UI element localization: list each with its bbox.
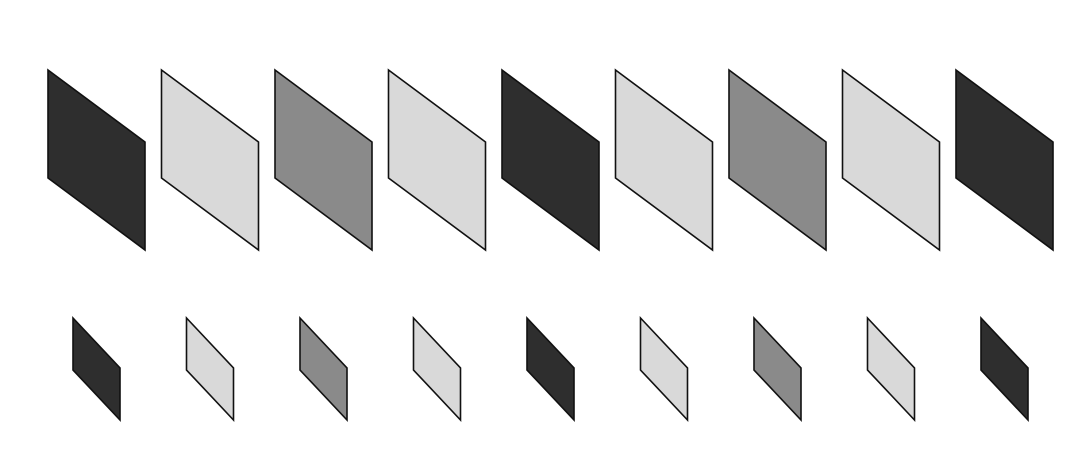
top-frame-3 (387, 68, 487, 252)
bottom-frame-5 (639, 315, 689, 423)
bottom-frame-6 (753, 315, 802, 423)
top-frame-1 (160, 68, 260, 252)
top-frame-2 (274, 68, 373, 252)
top-frame-8 (955, 68, 1054, 252)
top-frame-6 (728, 68, 827, 252)
top-frame-4 (501, 68, 600, 252)
bottom-frame-7 (866, 315, 916, 423)
bottom-frame-2 (299, 315, 348, 423)
top-frame-5 (614, 68, 714, 252)
bottom-frame-0 (72, 315, 121, 423)
top-frame-7 (841, 68, 941, 252)
bottom-layer-frames (72, 315, 1029, 423)
bottom-frame-3 (412, 315, 462, 423)
top-frame-0 (47, 68, 146, 252)
bottom-frame-8 (980, 315, 1029, 423)
top-layer-frames (47, 68, 1054, 252)
bottom-frame-4 (526, 315, 575, 423)
bottom-frame-1 (185, 315, 235, 423)
